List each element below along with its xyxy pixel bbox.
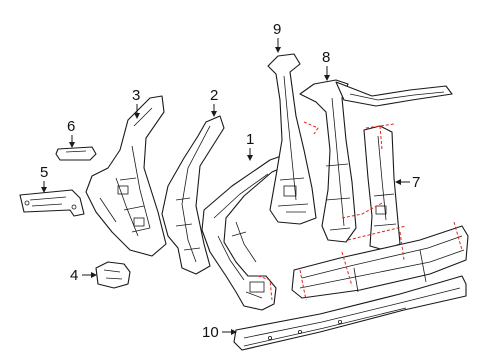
callout-9: 9 (273, 21, 281, 53)
callout-5: 5 (40, 164, 48, 193)
callout-4-number: 4 (70, 267, 78, 284)
part-8-pillar (299, 79, 357, 243)
callout-3-number: 3 (132, 87, 140, 104)
part-4-block (95, 261, 131, 289)
callout-1: 1 (246, 131, 254, 161)
callout-3: 3 (132, 87, 140, 119)
callout-5-number: 5 (40, 164, 48, 181)
part-6-bracket (55, 146, 97, 161)
callout-4: 4 (70, 267, 97, 284)
callout-1-number: 1 (246, 131, 254, 148)
callout-9-number: 9 (273, 21, 281, 38)
part-5-bracket (19, 189, 85, 217)
callout-2-number: 2 (210, 87, 218, 104)
callout-8: 8 (322, 49, 330, 81)
part-9-pillar (267, 53, 317, 225)
callout-6-number: 6 (67, 118, 75, 135)
callout-6: 6 (67, 118, 75, 148)
roof-rail (335, 81, 453, 107)
rocker-panel (291, 225, 469, 299)
callout-2: 2 (210, 87, 218, 117)
part-2-pillar (161, 115, 225, 275)
callout-10-number: 10 (202, 324, 219, 341)
callout-10: 10 (202, 324, 237, 341)
cut-lines (257, 121, 463, 301)
part-10-sill (233, 275, 467, 351)
part-7-pillar (363, 125, 401, 251)
part-3-pillar (85, 95, 167, 257)
callout-7-number: 7 (412, 174, 420, 191)
callout-7: 7 (395, 174, 420, 191)
callout-8-number: 8 (322, 49, 330, 66)
